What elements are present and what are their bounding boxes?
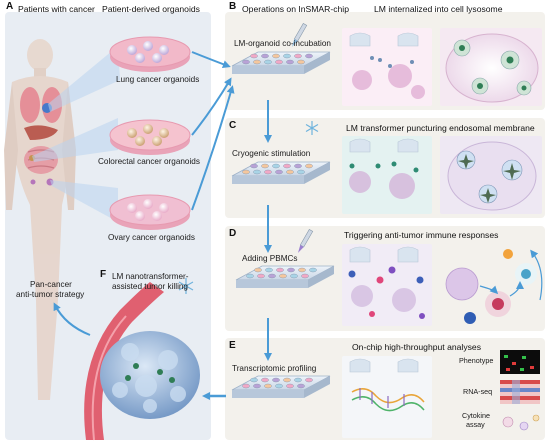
chip-well xyxy=(272,164,279,168)
chip-well xyxy=(275,60,282,64)
chip-well xyxy=(298,268,305,272)
chip-well xyxy=(283,54,290,58)
chip-well xyxy=(268,274,275,278)
chip-well xyxy=(253,384,260,388)
phenotype-heatmap xyxy=(500,350,540,374)
panel-d-step: Adding PBMCs xyxy=(242,255,298,263)
pbmc-view xyxy=(342,244,432,326)
chip-well xyxy=(254,268,261,272)
panel-d-letter: D xyxy=(229,229,236,239)
chip-well xyxy=(246,274,253,278)
chip-well xyxy=(265,268,272,272)
panel-a-letter: A xyxy=(6,2,13,12)
chip-well xyxy=(272,378,279,382)
panel-b-step: LM-organoid co-incubation xyxy=(234,40,331,48)
chip-well xyxy=(276,268,283,272)
assay-label: assay xyxy=(466,421,485,428)
panel-e-step: Transcriptomic profiling xyxy=(232,365,316,373)
chip-well xyxy=(253,60,260,64)
chip-well xyxy=(242,60,249,64)
chip-well xyxy=(290,274,297,278)
chip-well xyxy=(257,274,264,278)
panel-c-step: Cryogenic stimulation xyxy=(232,150,310,158)
chip-well xyxy=(305,54,312,58)
chip-well xyxy=(264,384,271,388)
chip-well xyxy=(261,164,268,168)
transcriptomic-view xyxy=(342,356,432,438)
chip-well xyxy=(261,378,268,382)
chip-well xyxy=(272,54,279,58)
chip-well xyxy=(242,170,249,174)
panel-b-title: Operations on InSMAR-chip xyxy=(242,5,349,14)
panel-a-title: Patients with cancer xyxy=(18,5,95,14)
chip-well xyxy=(294,54,301,58)
chip-well xyxy=(286,60,293,64)
ovary-organoid-label: Ovary cancer organoids xyxy=(108,234,195,242)
strategy-line1: Pan-cancer xyxy=(30,281,72,289)
chip-well xyxy=(264,60,271,64)
chip-well xyxy=(297,170,304,174)
lung-organoid-dish xyxy=(110,37,190,72)
chip-well xyxy=(275,170,282,174)
panel-e-letter: E xyxy=(229,341,236,351)
chip-well xyxy=(250,164,257,168)
panel-b-letter: B xyxy=(229,2,236,12)
chip-well xyxy=(242,384,249,388)
cytokine-label: Cytokine xyxy=(462,412,490,419)
chip-well xyxy=(297,60,304,64)
chip-well xyxy=(264,170,271,174)
chip-well xyxy=(253,170,260,174)
tumor-mass xyxy=(100,331,200,419)
chip-well xyxy=(305,378,312,382)
chip-well xyxy=(294,378,301,382)
panel-f-letter: F xyxy=(100,270,106,280)
chip-well xyxy=(297,384,304,388)
phenotype-label: Phenotype xyxy=(459,357,493,364)
chip-well xyxy=(287,268,294,272)
ovary-organoid-dish xyxy=(110,195,190,230)
chip-well xyxy=(250,54,257,58)
panel-f-title-line1: LM nanotransformer- xyxy=(112,273,188,281)
rna-seq-label: RNA-seq xyxy=(463,388,492,395)
panel-c-letter: C xyxy=(229,121,236,131)
chip-well xyxy=(283,378,290,382)
panel-a-subtitle: Patient-derived organoids xyxy=(102,5,200,14)
chip-well xyxy=(294,164,301,168)
chip-well xyxy=(283,164,290,168)
strategy-line2: anti-tumor strategy xyxy=(16,291,84,299)
chip-well xyxy=(279,274,286,278)
panel-d-caption: Triggering anti-tumor immune responses xyxy=(344,231,498,240)
colorectal-organoid-dish xyxy=(110,120,190,155)
chip-well xyxy=(261,54,268,58)
panel-f-title-line2: assisted tumor killing xyxy=(112,283,188,291)
chip-well xyxy=(250,378,257,382)
chip-well xyxy=(309,268,316,272)
cryogenic-view xyxy=(342,136,432,214)
lung-organoid-label: Lung cancer organoids xyxy=(116,76,199,84)
chip-well xyxy=(286,170,293,174)
chip-well xyxy=(275,384,282,388)
cell-lysosome-view xyxy=(440,28,542,106)
chip-well xyxy=(301,274,308,278)
chip-well xyxy=(286,384,293,388)
panel-c-caption: LM transformer puncturing endosomal memb… xyxy=(346,124,535,133)
lm-coincubation-view xyxy=(342,28,432,106)
rna-seq-heatmap xyxy=(500,380,540,404)
panel-e-caption: On-chip high-throughput analyses xyxy=(352,343,481,352)
endosome-puncture-view xyxy=(440,136,542,214)
chip-well xyxy=(305,164,312,168)
panel-b-caption: LM internalized into cell lysosome xyxy=(374,5,503,14)
colorectal-organoid-label: Colorectal cancer organoids xyxy=(98,158,200,166)
